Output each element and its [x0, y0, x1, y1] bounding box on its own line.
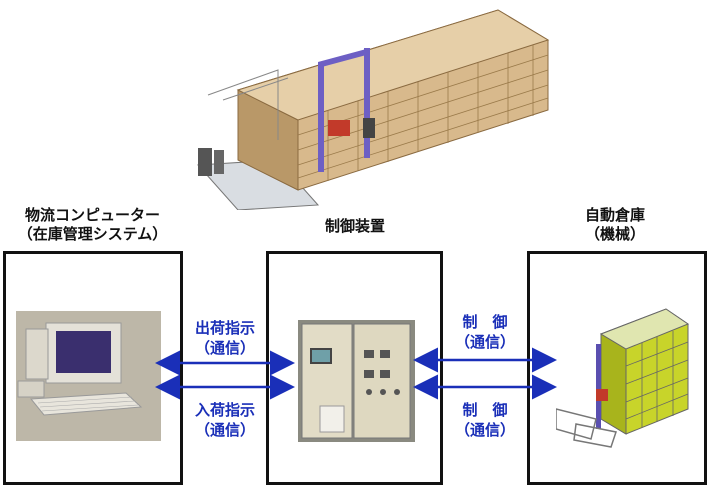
label-right-top-line1: 制 御	[435, 312, 535, 332]
label-left-top-line2: （通信）	[175, 338, 275, 358]
label-left-bottom-line2: （通信）	[175, 420, 275, 440]
label-right-bottom-line2: （通信）	[435, 420, 535, 440]
label-left-top-line1: 出荷指示	[175, 318, 275, 338]
label-right-top-line2: （通信）	[435, 332, 535, 352]
label-left-top: 出荷指示 （通信）	[175, 318, 275, 358]
label-right-top: 制 御 （通信）	[435, 312, 535, 352]
label-right-bottom-line1: 制 御	[435, 400, 535, 420]
label-left-bottom: 入荷指示 （通信）	[175, 400, 275, 440]
label-right-bottom: 制 御 （通信）	[435, 400, 535, 440]
label-left-bottom-line1: 入荷指示	[175, 400, 275, 420]
